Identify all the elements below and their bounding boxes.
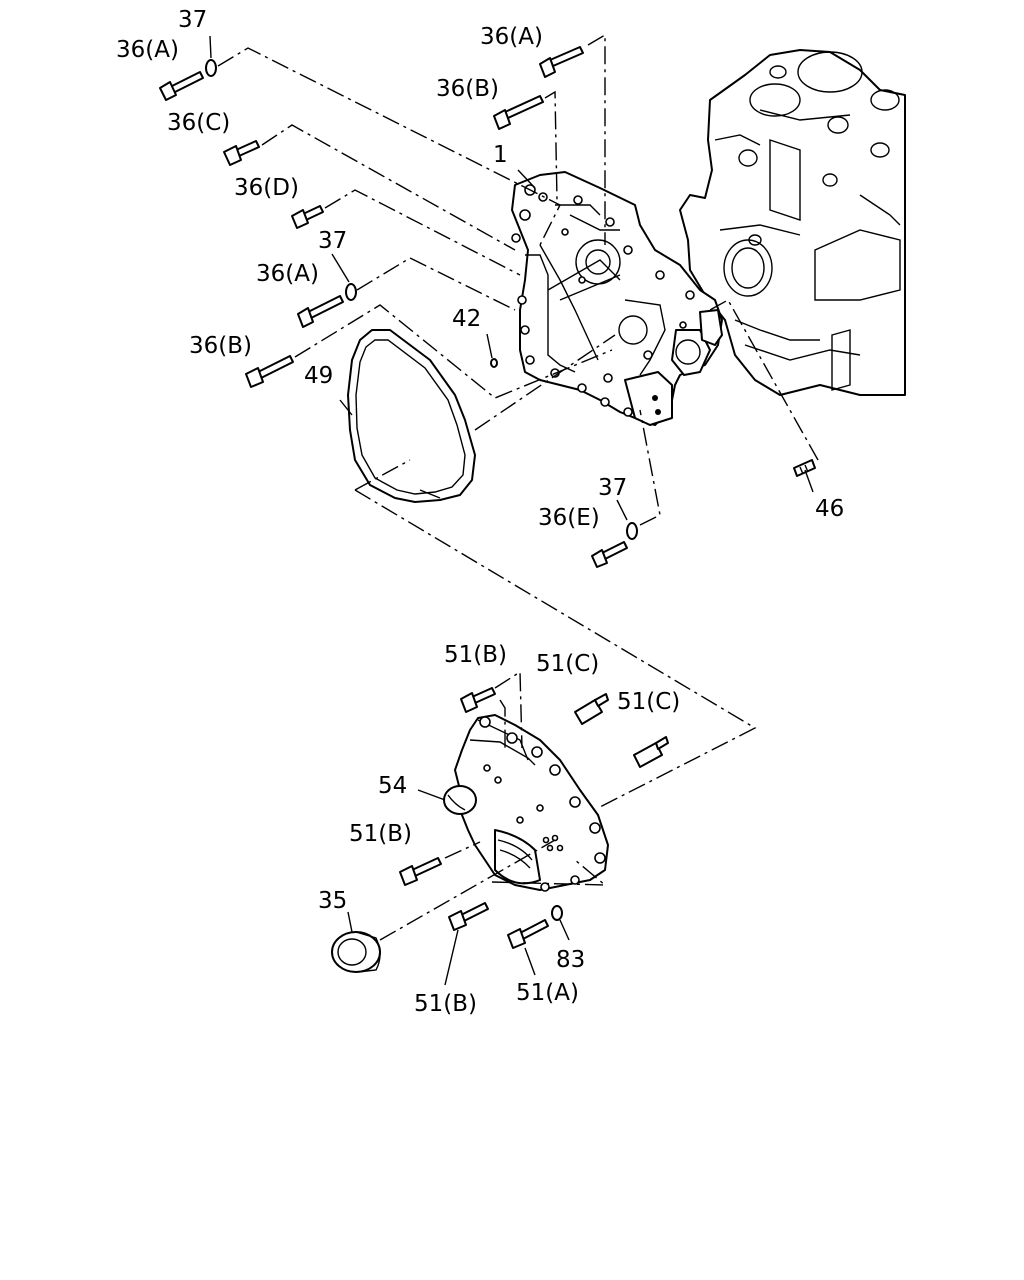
bolt-36a-center <box>539 46 584 78</box>
label-36c: 36(C) <box>167 110 230 136</box>
label-36a-center: 36(A) <box>480 24 543 50</box>
bolt-36d <box>291 205 324 229</box>
washer-37-top <box>205 59 217 77</box>
gasket <box>347 329 476 503</box>
label-51c-right: 51(C) <box>617 689 680 715</box>
bolt-36a-mid <box>297 295 344 328</box>
washer-37-mid <box>345 283 357 301</box>
bolt-51b-bottom <box>448 902 489 931</box>
flywheel-housing <box>511 171 723 426</box>
bolt-36b-left <box>245 355 294 388</box>
pin-42 <box>490 358 498 368</box>
stud-46 <box>793 459 816 477</box>
label-1: 1 <box>493 142 508 168</box>
rear-cover <box>443 714 609 892</box>
stud-51c-right <box>633 736 669 768</box>
bolt-36c <box>223 140 260 166</box>
washer-83 <box>551 905 563 921</box>
label-36e: 36(E) <box>538 505 600 531</box>
assembly-lines <box>217 33 819 941</box>
label-46: 46 <box>815 496 844 522</box>
label-54: 54 <box>378 773 407 799</box>
label-36b-left: 36(B) <box>189 333 252 359</box>
engine-block <box>679 49 906 396</box>
label-49: 49 <box>304 363 333 389</box>
label-51b-left: 51(B) <box>349 821 412 847</box>
label-36d: 36(D) <box>234 175 299 201</box>
label-37-top: 37 <box>178 7 207 33</box>
bolt-51b-left <box>399 857 442 886</box>
bolt-51a <box>507 919 549 949</box>
label-51a: 51(A) <box>516 980 579 1006</box>
oil-seal <box>331 931 381 973</box>
label-36a-mid: 36(A) <box>256 261 319 287</box>
callout-labels: 37 36(A) 36(A) 36(B) 36(C) 1 36(D) 37 36… <box>116 7 844 1017</box>
label-51b-bottom: 51(B) <box>414 991 477 1017</box>
label-36b-center: 36(B) <box>436 76 499 102</box>
bolt-36a-top <box>159 71 204 101</box>
bolt-36e <box>591 541 628 568</box>
label-83: 83 <box>556 947 585 973</box>
bolt-51b-top <box>460 687 496 713</box>
stud-51c-top <box>574 693 609 725</box>
bolt-36b-center <box>493 95 544 130</box>
label-35: 35 <box>318 888 347 914</box>
label-42: 42 <box>452 306 481 332</box>
label-leaders <box>209 35 814 986</box>
label-36a-top: 36(A) <box>116 37 179 63</box>
label-37-mid: 37 <box>318 228 347 254</box>
label-37-low: 37 <box>598 475 627 501</box>
label-51b-top: 51(B) <box>444 642 507 668</box>
label-51c-top: 51(C) <box>536 651 599 677</box>
washer-37-low <box>626 522 638 540</box>
